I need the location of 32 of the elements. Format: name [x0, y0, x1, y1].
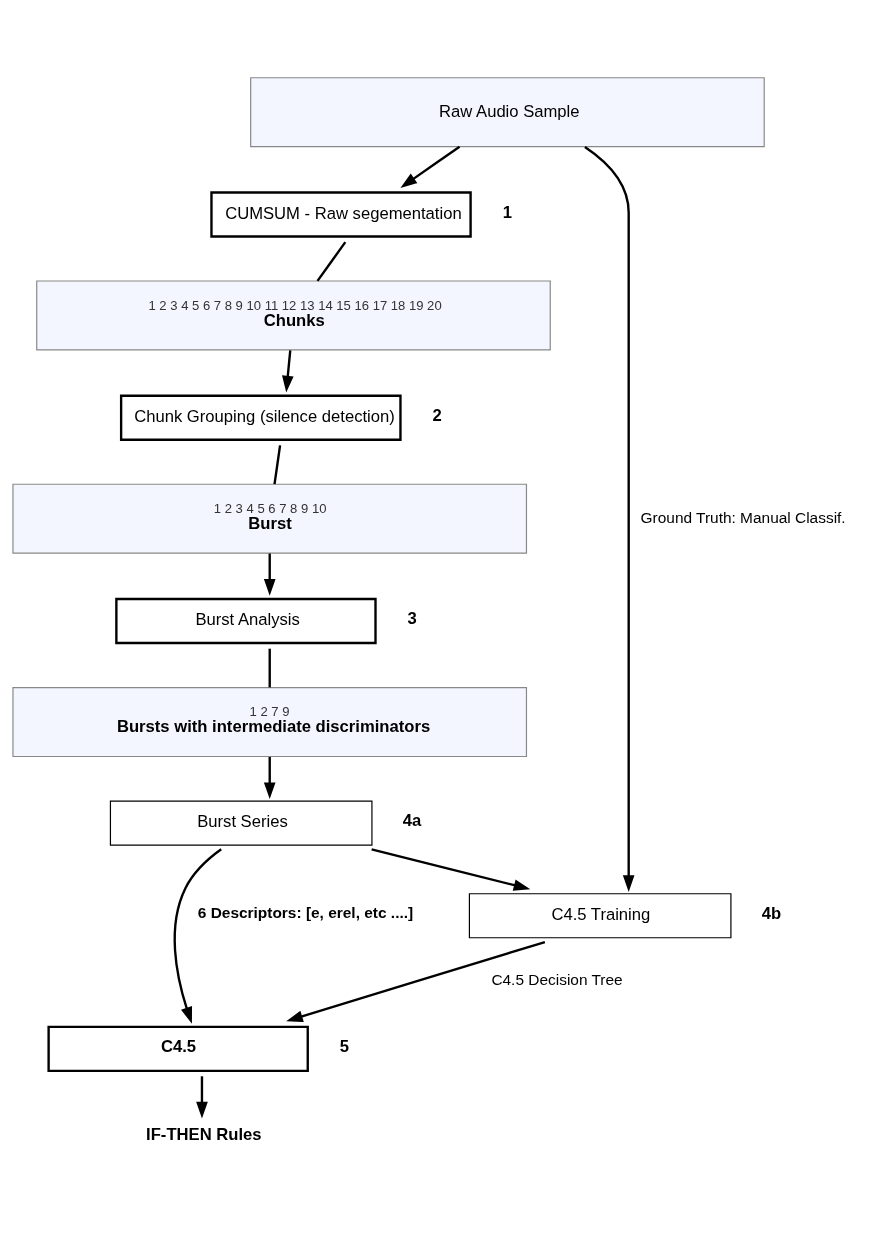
- node-box: Burst Series: [109, 800, 373, 846]
- node-label: 2: [432, 405, 442, 425]
- edge-label: C4.5 Decision Tree: [491, 971, 623, 989]
- node-label: 4a: [402, 811, 422, 831]
- node-box: Raw Audio Sample: [250, 77, 765, 148]
- connector: [316, 241, 347, 282]
- node-box: CUMSUM - Raw segementation: [210, 191, 472, 238]
- node-box: Burst Analysis: [115, 597, 377, 645]
- connector: [273, 445, 282, 485]
- connector: [268, 648, 271, 688]
- node-label: 3: [407, 609, 417, 629]
- arrow: [400, 145, 461, 188]
- arrow: [263, 756, 276, 800]
- node-box: C4.5: [47, 1025, 309, 1073]
- node-box: Chunk Grouping (silence detection): [119, 394, 402, 441]
- arrow: [371, 848, 531, 891]
- node-box: 1 2 3 4 5 6 7 8 9 10 Burst: [12, 483, 528, 554]
- edge-label: 6 Descriptors: [e, erel, etc ....]: [197, 904, 414, 922]
- node-label: 4b: [761, 903, 782, 923]
- arrow: [584, 145, 635, 892]
- arrow: [263, 553, 276, 596]
- arrow: [282, 350, 294, 393]
- arrow: [286, 940, 546, 1022]
- node-label: 1: [502, 202, 512, 222]
- node-text: IF-THEN Rules: [146, 1125, 262, 1145]
- arrow: [196, 1076, 208, 1119]
- edge-label: Ground Truth: Manual Classif.: [640, 508, 846, 526]
- node-box: C4.5 Training: [468, 893, 732, 939]
- node-label: 5: [339, 1037, 350, 1057]
- node-box: 1 2 3 4 5 6 7 8 9 10 11 12 13 14 15 16 17 18 19 20 Chunks: [36, 280, 551, 351]
- arrow: [173, 848, 222, 1024]
- node-box: 1 2 7 9 Bursts with intermediate discriminators: [12, 686, 528, 758]
